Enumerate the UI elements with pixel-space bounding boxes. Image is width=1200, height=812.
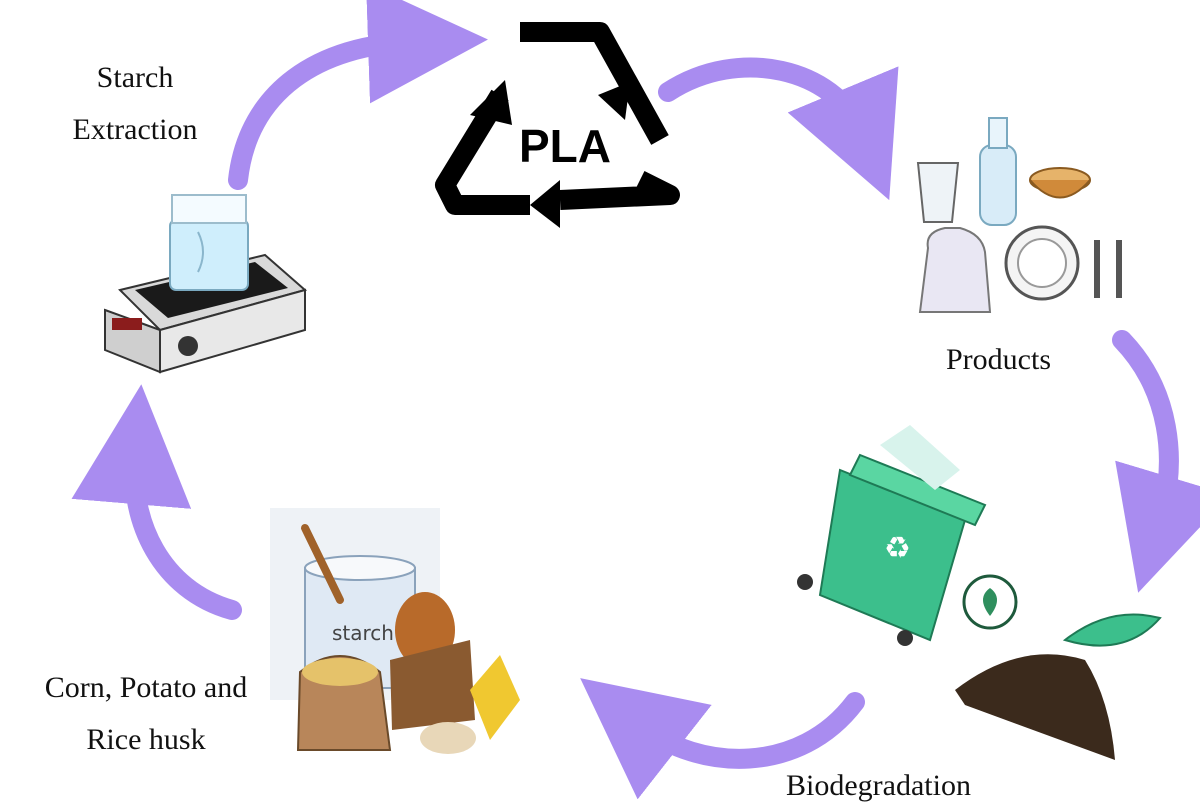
label-biodegradation: Biodegradation: [786, 769, 971, 802]
label-products: Products: [946, 343, 1051, 376]
arrow-starch-to-pla: [228, 0, 488, 190]
starch-bag-label: starch: [332, 621, 394, 645]
arrow-feedstock-to-starch: [71, 384, 242, 620]
hotplate-beaker-icon: [104, 194, 308, 374]
plastic-products-icon: [916, 117, 1122, 313]
starch-crops-icon: starch: [270, 508, 520, 754]
pla-label: PLA: [519, 120, 611, 172]
label-feedstock: Corn, Potato and Rice husk: [44, 671, 248, 756]
arrow-biodegradation-to-feedstock: [580, 678, 865, 800]
svg-text:♻: ♻: [884, 531, 911, 566]
recycle-triangle-icon: PLA: [435, 22, 680, 228]
arrow-pla-to-products: [658, 57, 899, 201]
arrow-products-to-biodegradation: [1112, 330, 1200, 593]
label-starch-extraction: Starch Extraction: [72, 61, 198, 146]
compost-bin-icon: ♻: [797, 425, 1162, 760]
